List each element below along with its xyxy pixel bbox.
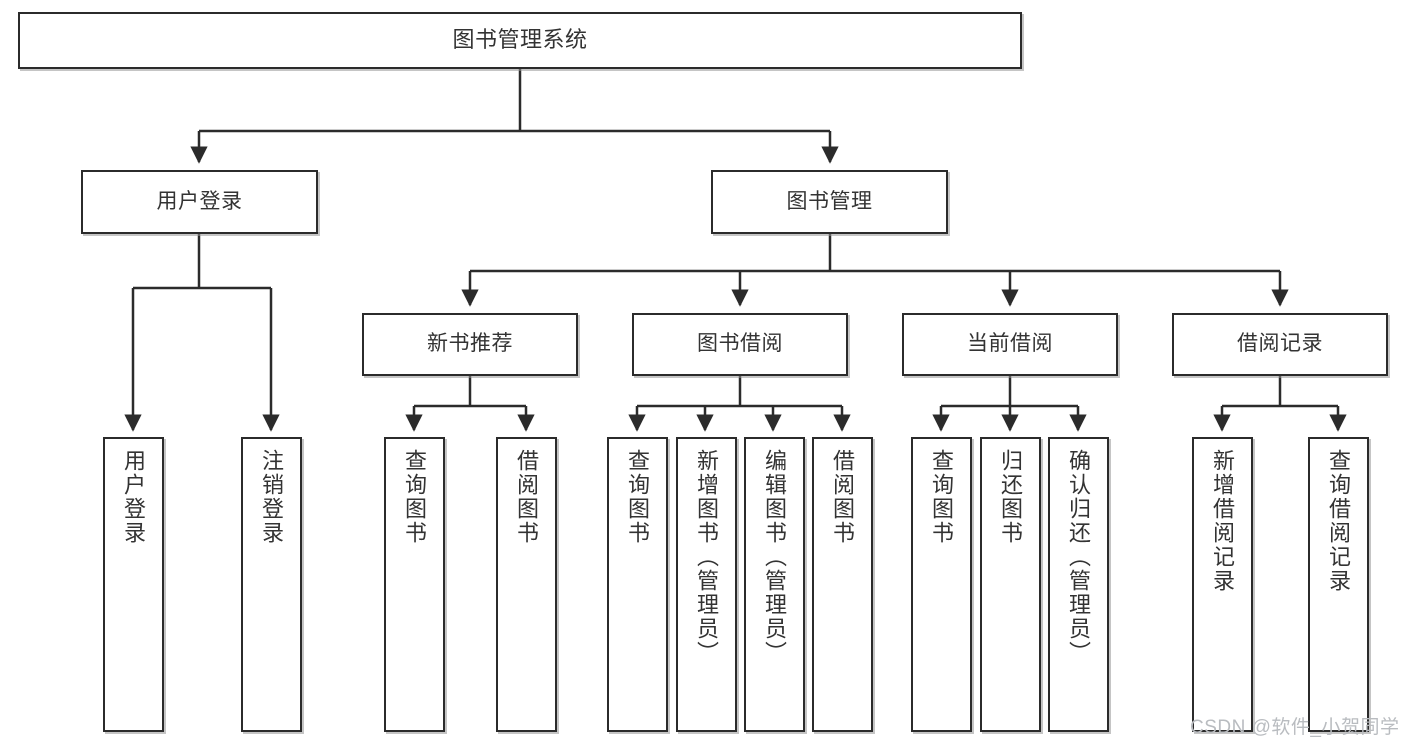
node-label: 查询图书 bbox=[625, 449, 651, 545]
leaf-add-borrow-record[interactable]: 新增借阅记录 bbox=[1192, 437, 1253, 732]
node-user-login[interactable]: 用户登录 bbox=[81, 170, 318, 234]
node-book-borrow[interactable]: 图书借阅 bbox=[632, 313, 848, 376]
leaf-edit-book-admin[interactable]: 编辑图书（管理员） bbox=[744, 437, 805, 732]
leaf-borrow-book-newbook[interactable]: 借阅图书 bbox=[496, 437, 557, 732]
node-label: 当前借阅 bbox=[967, 332, 1053, 356]
leaf-logout[interactable]: 注销登录 bbox=[241, 437, 302, 732]
node-label: 确认归还（管理员） bbox=[1066, 449, 1092, 665]
node-label: 新增借阅记录 bbox=[1210, 449, 1236, 593]
leaf-query-book-borrow[interactable]: 查询图书 bbox=[607, 437, 668, 732]
node-label: 新书推荐 bbox=[427, 332, 513, 356]
leaf-confirm-return-admin[interactable]: 确认归还（管理员） bbox=[1048, 437, 1109, 732]
node-label: 借阅图书 bbox=[514, 449, 540, 545]
node-label: 借阅记录 bbox=[1237, 332, 1323, 356]
node-label: 新增图书（管理员） bbox=[694, 449, 720, 665]
node-label: 查询图书 bbox=[402, 449, 428, 545]
leaf-query-borrow-record[interactable]: 查询借阅记录 bbox=[1308, 437, 1369, 732]
node-label: 编辑图书（管理员） bbox=[762, 449, 788, 665]
leaf-return-book[interactable]: 归还图书 bbox=[980, 437, 1041, 732]
node-book-management[interactable]: 图书管理 bbox=[711, 170, 948, 234]
node-label: 查询图书 bbox=[929, 449, 955, 545]
node-label: 图书借阅 bbox=[697, 332, 783, 356]
watermark-text: CSDN @软件_小贺同学 bbox=[1190, 717, 1400, 738]
node-root-system[interactable]: 图书管理系统 bbox=[18, 12, 1022, 69]
node-label: 图书管理 bbox=[786, 189, 873, 213]
node-label: 图书管理系统 bbox=[452, 27, 588, 53]
node-new-book-recommend[interactable]: 新书推荐 bbox=[362, 313, 578, 376]
node-label: 用户登录 bbox=[121, 449, 147, 545]
leaf-query-book-current[interactable]: 查询图书 bbox=[911, 437, 972, 732]
node-label: 归还图书 bbox=[998, 449, 1024, 545]
node-label: 用户登录 bbox=[156, 189, 243, 213]
leaf-query-book-newbook[interactable]: 查询图书 bbox=[384, 437, 445, 732]
leaf-add-book-admin[interactable]: 新增图书（管理员） bbox=[676, 437, 737, 732]
leaf-borrow-book[interactable]: 借阅图书 bbox=[812, 437, 873, 732]
node-label: 查询借阅记录 bbox=[1326, 449, 1352, 593]
node-borrow-record[interactable]: 借阅记录 bbox=[1172, 313, 1388, 376]
node-current-borrow[interactable]: 当前借阅 bbox=[902, 313, 1118, 376]
leaf-user-login[interactable]: 用户登录 bbox=[103, 437, 164, 732]
node-label: 注销登录 bbox=[259, 449, 285, 545]
node-label: 借阅图书 bbox=[830, 449, 856, 545]
